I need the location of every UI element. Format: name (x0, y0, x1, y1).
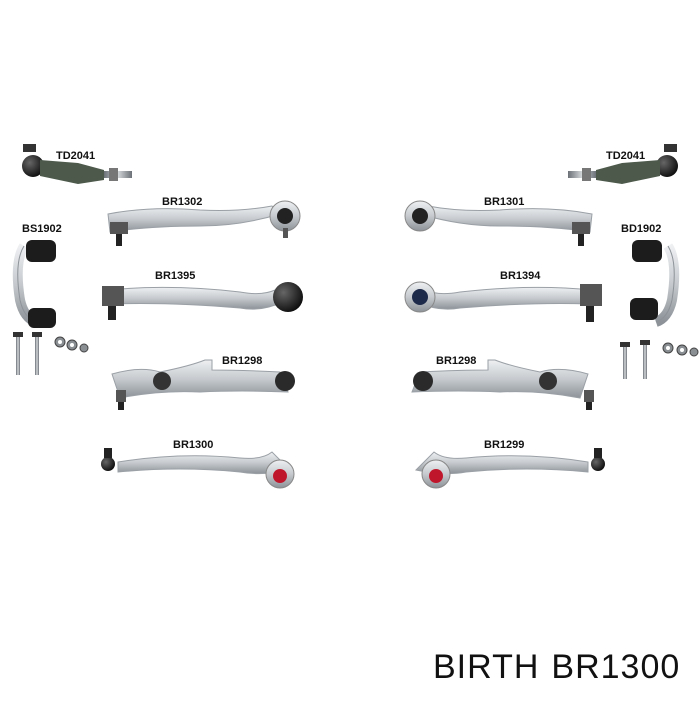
stabilizer-link-bs1902 (12, 240, 56, 328)
product-caption: BIRTH BR1300 (433, 648, 680, 687)
bolt-set-left (13, 332, 89, 375)
tie-rod-end-right (568, 144, 678, 184)
stabilizer-link-bd1902 (630, 240, 680, 327)
control-arm-br1395 (102, 282, 303, 320)
part-number: BR1300 (551, 648, 681, 686)
label-br1298-left: BR1298 (222, 355, 263, 367)
label-br1302: BR1302 (162, 196, 203, 208)
label-br1394: BR1394 (500, 270, 541, 282)
label-br1300: BR1300 (173, 439, 214, 451)
label-br1298-right: BR1298 (436, 355, 477, 367)
label-br1395: BR1395 (155, 270, 196, 282)
tie-rod-end-left (22, 144, 132, 184)
label-td2041-left: TD2041 (56, 150, 96, 162)
label-bd1902: BD1902 (621, 223, 662, 235)
control-arm-br1298-left (111, 359, 295, 410)
brand-name: BIRTH (433, 648, 540, 686)
control-arm-br1302 (107, 200, 301, 246)
control-arm-br1299 (414, 448, 605, 489)
label-br1299: BR1299 (484, 439, 525, 451)
bolt-set-right (620, 340, 699, 379)
label-bs1902: BS1902 (22, 223, 62, 235)
control-arm-br1301 (404, 200, 593, 246)
control-arm-br1298-right (411, 359, 594, 410)
label-br1301: BR1301 (484, 196, 525, 208)
control-arm-br1394 (404, 281, 602, 322)
label-td2041-right: TD2041 (606, 150, 646, 162)
control-arm-br1300 (101, 448, 295, 489)
